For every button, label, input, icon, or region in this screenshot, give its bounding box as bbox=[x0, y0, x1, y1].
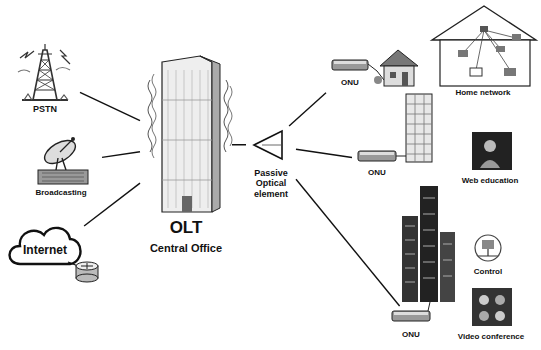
node-label: Broadcasting bbox=[20, 188, 102, 197]
node-label: Video conference bbox=[444, 332, 538, 341]
internet-cloud-icon bbox=[10, 228, 99, 282]
web-education-picture bbox=[472, 132, 512, 170]
internet-node: Internet bbox=[8, 226, 103, 290]
home-network-picture bbox=[432, 6, 536, 86]
central-office-building bbox=[148, 56, 232, 212]
subscriber-buildings bbox=[368, 50, 455, 311]
onu-node: ONU bbox=[352, 146, 402, 184]
splitter-triangle bbox=[254, 131, 282, 159]
node-label: OLT bbox=[140, 218, 232, 238]
splitter-node: Passive Optical element bbox=[246, 126, 296, 214]
node-label: Internet bbox=[14, 244, 76, 258]
node-label: Web education bbox=[444, 176, 536, 185]
node-label: Passive Optical element bbox=[246, 168, 296, 199]
fiber-connector bbox=[80, 92, 140, 120]
broadcast-dish-icon bbox=[38, 136, 88, 184]
pstn-node: PSTN bbox=[10, 40, 80, 120]
node-label: ONU bbox=[352, 168, 402, 177]
fiber-connector bbox=[232, 144, 246, 146]
fiber-connector bbox=[102, 152, 140, 158]
service-caption: Home network bbox=[428, 4, 538, 102]
olt-node: OLT Central Office bbox=[140, 48, 232, 262]
broadcasting-node: Broadcasting bbox=[20, 132, 102, 202]
node-label: Control bbox=[452, 267, 524, 276]
fiber-connector bbox=[84, 183, 140, 226]
node-label: ONU bbox=[326, 78, 374, 87]
fiber-connector bbox=[296, 149, 352, 157]
onu-node: ONU bbox=[386, 306, 436, 346]
control-picture bbox=[475, 235, 501, 261]
service-caption: Control bbox=[452, 228, 524, 280]
service-caption: Web education bbox=[444, 128, 536, 190]
onu-node: ONU bbox=[326, 56, 374, 94]
node-label: Central Office bbox=[140, 242, 232, 255]
service-caption: Video conference bbox=[444, 284, 538, 346]
node-label: Home network bbox=[428, 88, 538, 97]
node-label: ONU bbox=[386, 330, 436, 339]
fiber-connector bbox=[296, 179, 400, 306]
pstn-tower-icon bbox=[18, 44, 70, 100]
node-label: PSTN bbox=[10, 104, 80, 114]
fiber-connector bbox=[289, 93, 326, 126]
video-conference-picture bbox=[472, 288, 512, 326]
